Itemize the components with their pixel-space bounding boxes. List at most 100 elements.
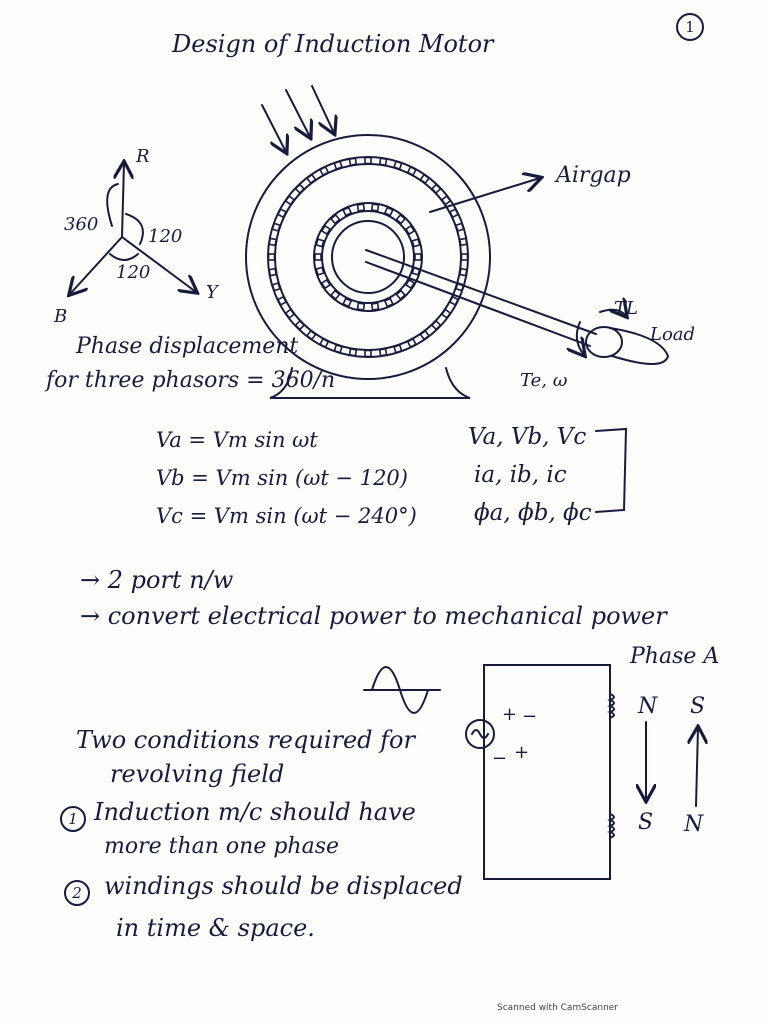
rotor-slot xyxy=(383,206,394,217)
rotor-slot xyxy=(315,238,325,248)
stator-slot xyxy=(294,319,306,331)
stator-slot xyxy=(448,208,460,219)
rotor-slot xyxy=(329,289,341,301)
rotor-slot xyxy=(342,206,353,217)
angle-120-bottom-label: 120 xyxy=(116,262,151,283)
condition-1-line2: more than one phase xyxy=(104,834,340,859)
phase-displacement-line2: for three phasors = 360/n xyxy=(46,368,336,393)
stator-slot xyxy=(419,329,431,341)
rotor-slot xyxy=(395,289,407,301)
stator-slot xyxy=(455,222,465,232)
rotor-slot xyxy=(342,297,353,308)
rotor-slot xyxy=(370,203,380,212)
torque-em-label: Te, ω xyxy=(520,370,568,391)
rotor-outer-ring xyxy=(313,202,423,312)
stator-slot xyxy=(305,329,317,341)
stator-slot xyxy=(364,156,372,165)
shaft xyxy=(365,249,597,335)
stator-slot xyxy=(458,267,468,277)
stator-slot xyxy=(430,319,442,331)
conditions-heading-line2: revolving field xyxy=(110,760,285,788)
rotor-slot xyxy=(370,302,380,311)
equation-vc: Vc = Vm sin (ωt − 240°) xyxy=(156,504,417,528)
condition-2-line2: in time & space. xyxy=(116,914,315,942)
pole-n-bottom: N xyxy=(684,812,704,837)
rotor-slot xyxy=(356,302,366,311)
phasor-list-voltages: Va, Vb, Vc xyxy=(468,424,587,450)
stator-slot xyxy=(348,157,358,167)
stator-slot xyxy=(393,160,403,170)
condition-1-line1: Induction m/c should have xyxy=(94,798,416,826)
rotor-slot xyxy=(404,224,416,236)
stator-slots xyxy=(267,156,469,358)
stator-slot xyxy=(267,253,276,261)
phasor-list-fluxes: ϕa, ϕb, ϕc xyxy=(474,500,592,526)
rotor-slot xyxy=(320,278,332,290)
stator-slot xyxy=(455,282,465,292)
pole-s-top: S xyxy=(690,694,706,719)
stator-slot xyxy=(276,295,288,306)
scanner-watermark: Scanned with CamScanner xyxy=(497,1003,619,1013)
flux-arrows xyxy=(261,85,334,152)
rotor-slot xyxy=(315,266,325,276)
stator-slot xyxy=(393,344,403,354)
ac-source-symbol xyxy=(465,719,495,749)
phasor-label-b: B xyxy=(54,306,68,327)
rotor-slot xyxy=(404,278,416,290)
stator-slot xyxy=(271,222,281,232)
load-pulley xyxy=(585,326,623,358)
phase-a-circuit xyxy=(465,664,698,880)
sine-wave-icon xyxy=(363,666,441,714)
pole-s-bottom: S xyxy=(638,810,654,835)
polarity-minus-1: − xyxy=(522,706,538,727)
stator-slot xyxy=(406,165,417,177)
phasor-list-currents: ia, ib, ic xyxy=(474,462,567,488)
stator-slot xyxy=(305,173,317,185)
page-title: Design of Induction Motor xyxy=(172,30,494,58)
rotor-slot xyxy=(314,253,322,261)
load-label: Load xyxy=(650,324,696,345)
stator-slot xyxy=(268,237,278,247)
rotor-slot xyxy=(383,297,394,308)
stator-slot xyxy=(458,237,468,247)
stator-slot xyxy=(378,347,388,357)
stator-slot xyxy=(364,349,372,358)
stator-slot xyxy=(333,344,343,354)
rotor-slot xyxy=(414,253,422,261)
stator-slot xyxy=(333,160,343,170)
equation-va: Va = Vm sin ωt xyxy=(156,428,318,452)
stator-slot xyxy=(348,347,358,357)
condition-number-2: 2 xyxy=(64,880,90,906)
note-two-port: → 2 port n/w xyxy=(80,566,234,594)
pole-n-top: N xyxy=(638,694,658,719)
torque-load-label: TL xyxy=(614,298,638,319)
page-number-badge: 1 xyxy=(676,13,704,41)
stator-slot xyxy=(276,208,288,219)
stator-slot xyxy=(440,308,452,320)
stator-slot xyxy=(284,194,296,206)
rotor-slot xyxy=(411,266,421,276)
stator-slot xyxy=(460,253,469,261)
stator-slot xyxy=(268,267,278,277)
phasor-diagram xyxy=(70,163,196,294)
stator-slot xyxy=(448,295,460,306)
rotor-slot xyxy=(395,213,407,225)
condition-number-1: 1 xyxy=(60,806,86,832)
rotor-slot xyxy=(320,224,332,236)
equation-vb: Vb = Vm sin (ωt − 120) xyxy=(156,466,408,490)
conditions-heading-line1: Two conditions required for xyxy=(76,726,415,754)
coil-top xyxy=(607,693,615,719)
polarity-minus-2: − xyxy=(492,748,508,769)
polarity-plus-1: + xyxy=(502,704,518,725)
rotor-slot xyxy=(356,203,366,212)
airgap-label: Airgap xyxy=(556,163,631,188)
phasor-label-r: R xyxy=(136,146,150,167)
stator-slot xyxy=(271,282,281,292)
angle-360-label: 360 xyxy=(64,214,99,235)
rotor-slot xyxy=(329,213,341,225)
stator-slot xyxy=(419,173,431,185)
stator-slot xyxy=(284,308,296,320)
stator-slot xyxy=(319,165,330,177)
angle-120-right-label: 120 xyxy=(148,226,183,247)
